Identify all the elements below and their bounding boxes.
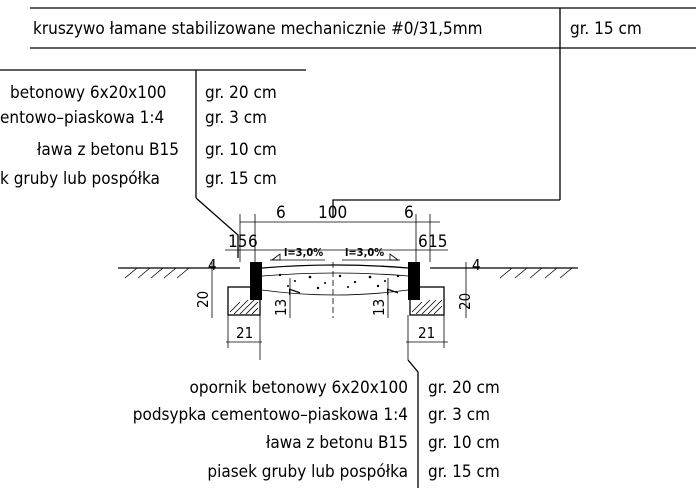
top-callout-leader — [332, 199, 560, 218]
dim-left-depth-13: 13 — [272, 299, 290, 316]
left-callout-thickness-2: gr. 3 cm — [205, 108, 267, 128]
dim-left-offset-a: 15 — [228, 232, 247, 252]
dim-right-bench-width: 21 — [418, 324, 435, 342]
right-slope-label: i=3,0% — [345, 246, 384, 259]
dim-right-curb: 6 — [404, 203, 414, 223]
left-callout: betonowy 6x20x100 entowo–piaskowa 1:4 ła… — [0, 69, 306, 258]
dim-left-offset-b: 6 — [248, 232, 258, 252]
top-callout-layer: kruszywo łamane stabilizowane mechaniczn… — [33, 19, 483, 39]
dim-left-curb: 6 — [276, 203, 286, 223]
left-curb — [250, 262, 262, 300]
left-callout-thickness-3: gr. 10 cm — [205, 140, 277, 160]
top-callout-thickness: gr. 15 cm — [570, 19, 642, 39]
left-callout-layer-1: betonowy 6x20x100 — [10, 83, 166, 103]
top-dimensions: 6 100 6 15 6 6 15 i=3,0% i=3,0% — [225, 203, 448, 262]
dim-right-depth-7: 7 — [384, 287, 402, 296]
bottom-callout-layer-4: piasek gruby lub pospółka — [207, 462, 408, 482]
bottom-callout-thickness-1: gr. 20 cm — [428, 378, 500, 398]
bottom-callout-layer-2: podsypka cementowo–piaskowa 1:4 — [133, 405, 408, 425]
left-callout-thickness-4: gr. 15 cm — [205, 169, 277, 189]
dim-left-depth-7: 7 — [286, 287, 304, 296]
dim-left-bench-width: 21 — [236, 324, 253, 342]
bottom-callout-layer-3: ława z betonu B15 — [266, 433, 408, 453]
dim-total-width: 100 — [318, 203, 347, 223]
left-callout-layer-3: ława z betonu B15 — [37, 140, 179, 160]
right-curb — [408, 262, 420, 300]
dim-left-height-4: 4 — [208, 256, 217, 274]
right-concrete-bench — [409, 286, 445, 316]
left-slope-label: i=3,0% — [284, 246, 323, 259]
left-concrete-bench — [227, 286, 261, 316]
dim-right-height-4: 4 — [472, 256, 481, 274]
bottom-callout-layer-1: opornik betonowy 6x20x100 — [190, 378, 408, 398]
ground-surface — [118, 267, 578, 279]
dim-right-height-20: 20 — [456, 293, 474, 310]
dim-right-offset-b: 15 — [428, 232, 447, 252]
dim-right-depth-13: 13 — [370, 299, 388, 316]
left-curb-assembly: 4 20 13 7 21 — [194, 256, 304, 360]
left-slope-arrow-icon — [270, 253, 281, 261]
bottom-callout-thickness-4: gr. 15 cm — [428, 462, 500, 482]
pavement-layers — [261, 262, 409, 318]
right-slope-arrow-icon — [389, 253, 400, 261]
bottom-callout-thickness-2: gr. 3 cm — [428, 405, 490, 425]
bottom-callout-leader — [407, 359, 419, 488]
left-callout-layer-4: k gruby lub pospółka — [0, 169, 160, 189]
right-curb-assembly: 4 20 13 7 21 — [370, 256, 481, 360]
dim-right-offset-a: 6 — [418, 232, 428, 252]
dim-left-height-20: 20 — [194, 291, 212, 308]
bottom-callout: opornik betonowy 6x20x100 podsypka cemen… — [133, 359, 500, 488]
left-callout-layer-2: entowo–piaskowa 1:4 — [0, 108, 164, 128]
top-callout: kruszywo łamane stabilizowane mechaniczn… — [30, 7, 696, 218]
bottom-callout-thickness-3: gr. 10 cm — [428, 433, 500, 453]
left-callout-thickness-1: gr. 20 cm — [205, 83, 277, 103]
